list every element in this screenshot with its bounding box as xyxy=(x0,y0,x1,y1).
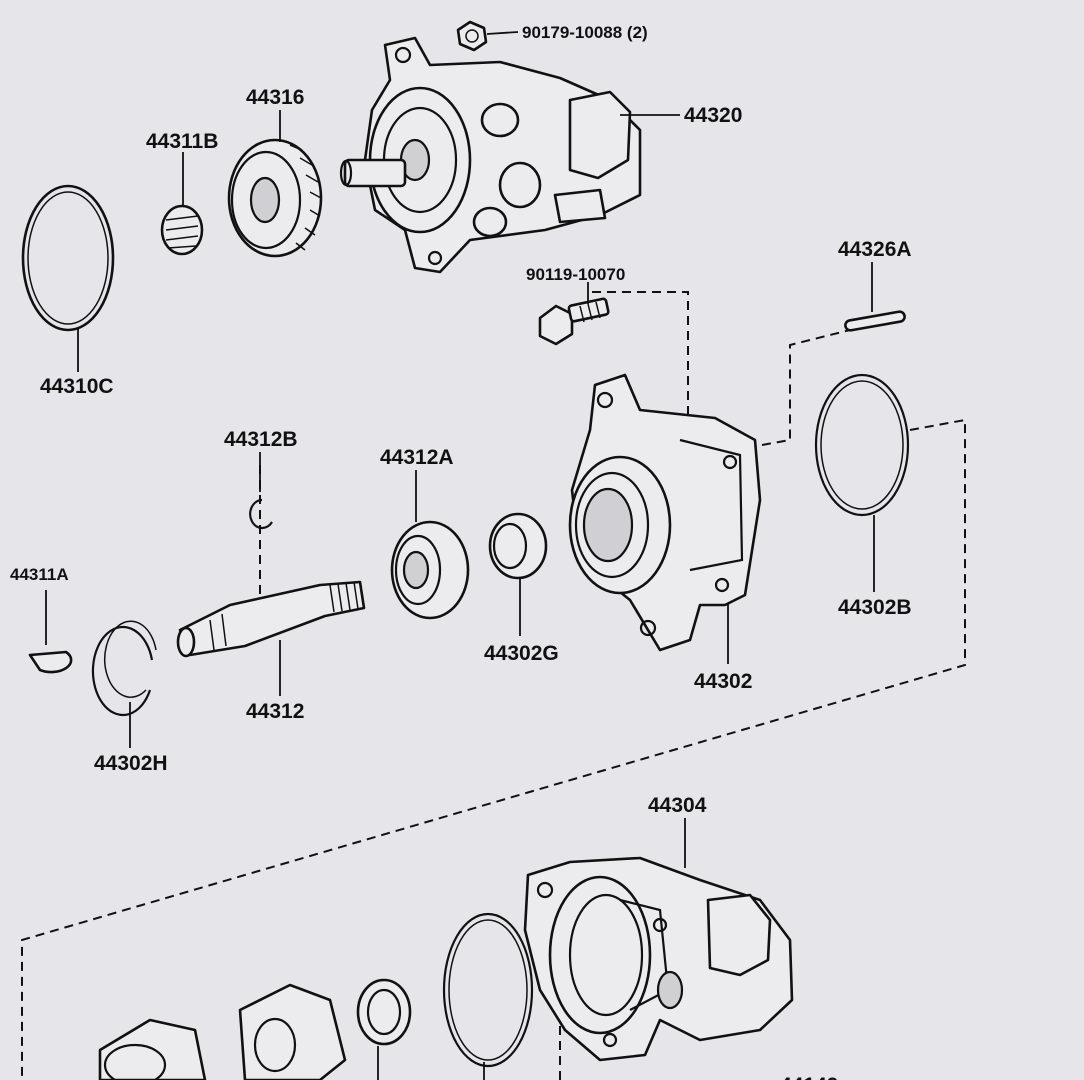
cam-ring-icon[interactable] xyxy=(238,983,347,1080)
part-label-44312B: 44312B xyxy=(224,428,298,451)
part-label-44311A: 44311A xyxy=(10,565,69,584)
spring-icon[interactable] xyxy=(356,978,412,1046)
o-ring-icon[interactable] xyxy=(442,912,534,1068)
pump-body-icon[interactable] xyxy=(339,36,642,274)
snap-ring-icon[interactable] xyxy=(249,498,273,530)
part-label-44302B: 44302B xyxy=(838,596,912,619)
part-label-44326A: 44326A xyxy=(838,238,912,261)
pin-icon[interactable] xyxy=(844,310,906,332)
part-label-44312: 44312 xyxy=(246,700,304,723)
part-label-44304: 44304 xyxy=(648,794,707,817)
part-label-44149: 44149 xyxy=(780,1074,838,1080)
o-ring-icon[interactable] xyxy=(21,184,115,332)
part-label-44302: 44302 xyxy=(694,670,752,693)
part-label-44312A: 44312A xyxy=(380,446,454,469)
spring-icon[interactable] xyxy=(160,204,204,256)
part-label-90119-10070: 90119-10070 xyxy=(526,265,625,284)
gear-icon[interactable] xyxy=(227,138,323,258)
circlip-icon[interactable] xyxy=(91,620,157,717)
part-label-44310C: 44310C xyxy=(40,375,114,398)
bolt-icon[interactable] xyxy=(538,297,610,346)
rear-housing-icon[interactable] xyxy=(523,856,794,1062)
rotor-icon[interactable] xyxy=(98,1018,207,1080)
part-label-44316: 44316 xyxy=(246,86,304,109)
front-housing-icon[interactable] xyxy=(568,373,762,652)
part-label-44302G: 44302G xyxy=(484,642,559,665)
o-ring-icon[interactable] xyxy=(814,373,910,517)
assembly-guide-lines xyxy=(21,291,966,1080)
bearing-icon[interactable] xyxy=(390,520,470,620)
part-label-44320: 44320 xyxy=(684,104,742,127)
part-label-44302H: 44302H xyxy=(94,752,168,775)
part-label-44311B: 44311B xyxy=(146,130,218,153)
woodruff-key-icon[interactable] xyxy=(28,650,73,674)
oil-seal-icon[interactable] xyxy=(488,512,548,580)
part-label-90179-10088: 90179-10088 (2) xyxy=(522,23,648,42)
nut-icon[interactable] xyxy=(456,20,488,52)
shaft-icon[interactable] xyxy=(176,580,366,658)
